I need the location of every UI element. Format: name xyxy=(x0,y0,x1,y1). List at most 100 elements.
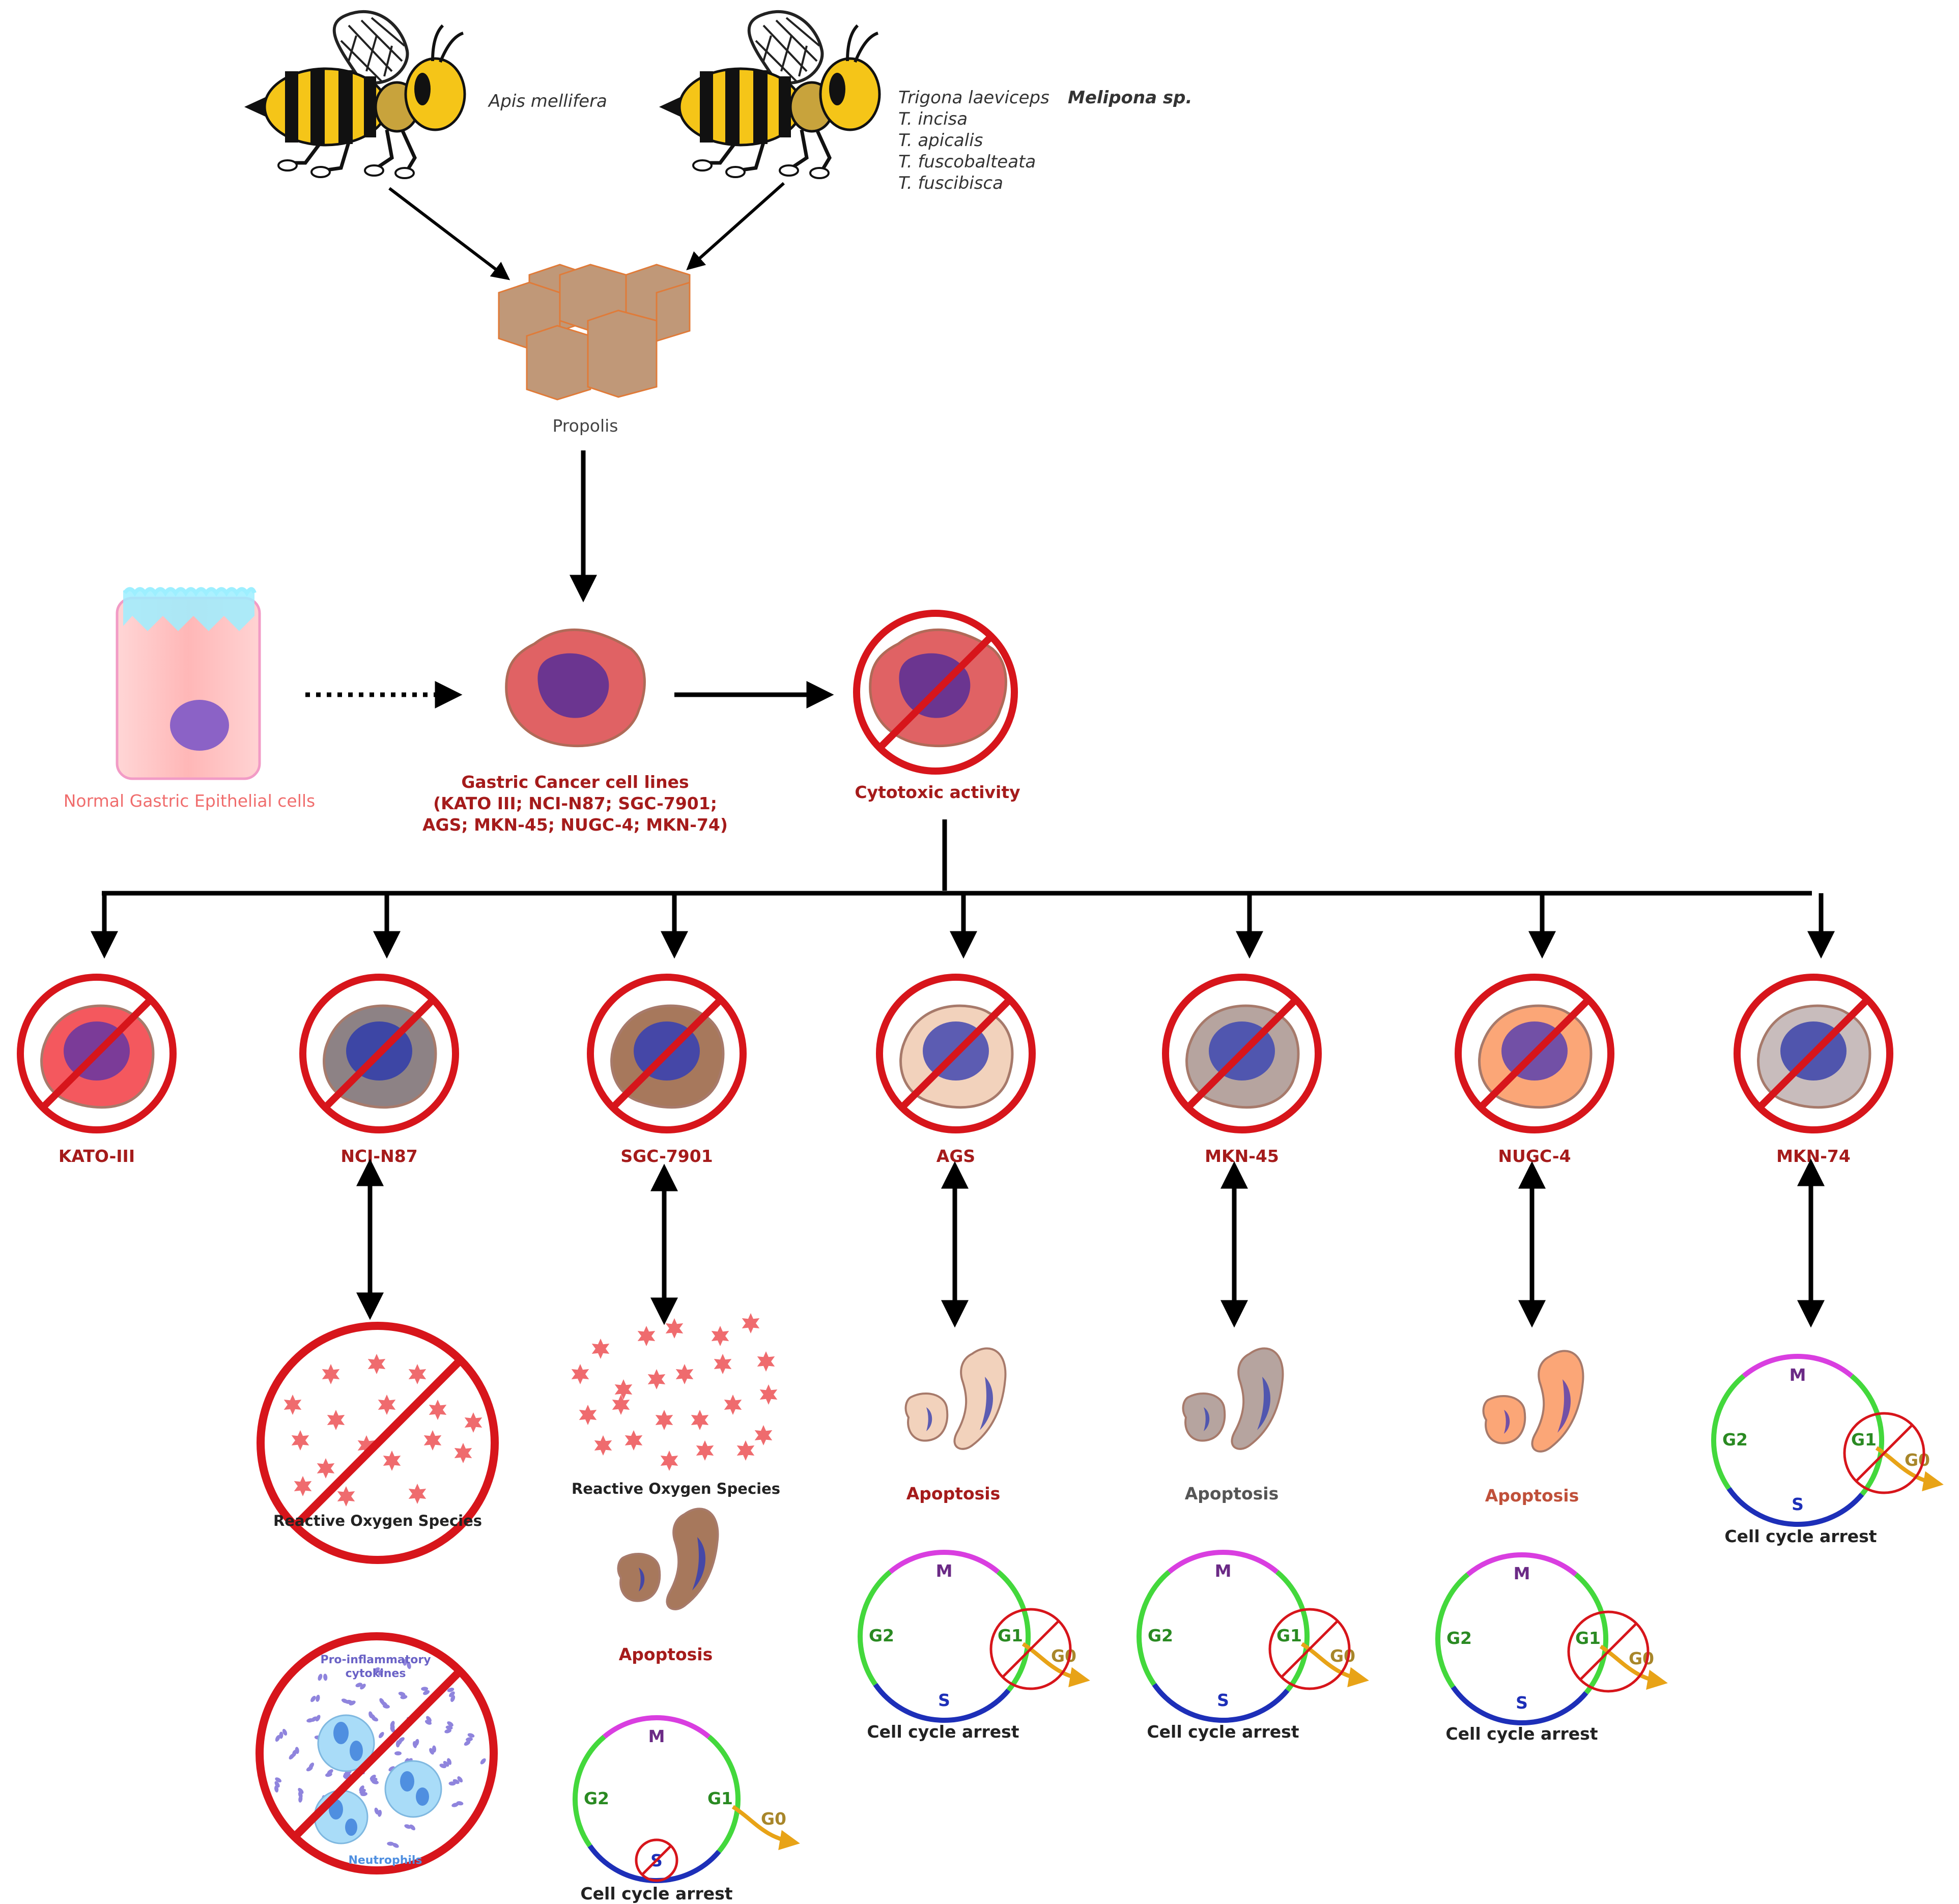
phase-label-m: M xyxy=(648,1726,665,1746)
phase-label-g2: G2 xyxy=(869,1626,894,1645)
cytokine-dot xyxy=(275,1735,280,1742)
ros-star xyxy=(429,1400,447,1420)
cell-cycle-arrest-label-nugc4: Cell cycle arrest xyxy=(1445,1724,1598,1744)
ros-star xyxy=(383,1451,401,1471)
apoptotic-nucleus xyxy=(980,1377,993,1430)
phase-g1-arc xyxy=(1275,1570,1310,1692)
cytokine-dot xyxy=(424,1720,432,1725)
g0-arrow xyxy=(731,1805,800,1851)
phase-g2-arc xyxy=(858,1570,892,1686)
phase-g2-arc xyxy=(573,1735,606,1848)
phase-s-arc xyxy=(1726,1487,1864,1527)
cytokine-dot xyxy=(457,1776,463,1783)
phase-g2-arc xyxy=(1435,1572,1470,1689)
cytokine-dot xyxy=(360,1684,366,1690)
apis-to-propolis-arrow xyxy=(388,187,510,280)
cytokine-dot xyxy=(403,1659,408,1666)
prohibit-slash xyxy=(610,997,724,1111)
double-arrows xyxy=(356,1158,1825,1328)
cell-line-label: MKN-74 xyxy=(1776,1146,1851,1166)
ros-star xyxy=(675,1364,694,1384)
cell-line-sgc-7901: SGC-7901 xyxy=(587,893,747,1166)
ros-star xyxy=(291,1430,309,1451)
normal-cells-label: Normal Gastric Epithelial cells xyxy=(64,791,316,811)
prohibit-slash xyxy=(899,997,1013,1111)
phase-label-m: M xyxy=(936,1561,953,1581)
cytotoxic-activity-label: Cytotoxic activity xyxy=(855,782,1020,802)
prohibit-circle xyxy=(587,974,747,1133)
cell-line-mkn-45: MKN-45 xyxy=(1162,893,1322,1166)
apoptosis-icon-ags xyxy=(904,1347,1007,1450)
cell-cycle-arrest-label-mkn45: Cell cycle arrest xyxy=(1147,1722,1299,1742)
phase-label-g1: G1 xyxy=(1851,1430,1877,1450)
phase-block-slash xyxy=(1579,1623,1637,1681)
ros-star xyxy=(591,1339,610,1359)
cytokine-dot xyxy=(373,1667,380,1673)
cytokine-dot xyxy=(383,1704,390,1709)
branch-connectors xyxy=(102,819,1812,896)
cytokine-dot xyxy=(378,1669,383,1676)
apoptosis-icon-sgc xyxy=(617,1508,719,1610)
phase-g2-arc xyxy=(1137,1570,1171,1686)
ros-free-icon xyxy=(571,1313,778,1471)
apoptotic-nucleus-small xyxy=(926,1407,932,1431)
cytokine-dot xyxy=(355,1683,362,1688)
cytotoxic-cell-icon xyxy=(853,610,1018,775)
cytokine-dot xyxy=(395,1740,400,1748)
propolis-label: Propolis xyxy=(552,416,618,436)
ros-star xyxy=(337,1486,355,1507)
species-t-fuscibisca: T. fuscibisca xyxy=(898,173,1003,193)
prohibit-circle xyxy=(17,974,177,1133)
ros-star xyxy=(624,1430,643,1451)
phase-label-s: S xyxy=(1217,1690,1229,1710)
phase-label-g0: G0 xyxy=(761,1809,786,1829)
ros-star xyxy=(378,1395,396,1415)
phase-g1-arc xyxy=(1574,1572,1609,1695)
phase-block-circle xyxy=(1843,1412,1925,1494)
phase-block-slash xyxy=(1855,1424,1913,1482)
cell-cycle-arrest-label-mkn74: Cell cycle arrest xyxy=(1724,1526,1877,1546)
phase-g1-arc xyxy=(996,1570,1031,1692)
cytokine-dot xyxy=(423,1690,430,1695)
ros-star xyxy=(594,1435,612,1456)
apoptotic-body-large xyxy=(666,1508,719,1610)
melipona-label: Melipona sp. xyxy=(1068,88,1192,108)
cytokine-dot xyxy=(439,1764,446,1769)
ros-star xyxy=(711,1326,729,1346)
gastric-cancer-label-group: Gastric Cancer cell lines (KATO III; NCI… xyxy=(422,772,728,835)
phase-label-g2: G2 xyxy=(584,1788,609,1808)
ros-star xyxy=(294,1476,312,1496)
apoptosis-icon-mkn45 xyxy=(1182,1347,1284,1450)
apoptotic-nucleus-small xyxy=(1204,1407,1210,1431)
cytokine-dot xyxy=(412,1741,417,1748)
cytokine-dot xyxy=(421,1687,429,1691)
cytokine-dot xyxy=(451,1803,459,1807)
cell-cycle-arrest-label-ags: Cell cycle arrest xyxy=(867,1722,1019,1742)
prohibit-slash xyxy=(1478,997,1592,1111)
phase-label-s: S xyxy=(1516,1693,1528,1713)
phase-g1-arc xyxy=(1850,1374,1885,1496)
cytokine-dot xyxy=(275,1777,282,1783)
neutrophils-inhibited-icon xyxy=(255,1632,498,1874)
apoptotic-nucleus xyxy=(692,1537,706,1590)
phase-s-arc xyxy=(1451,1685,1588,1726)
cytokine-dot xyxy=(274,1781,280,1788)
cytokine-dot xyxy=(374,1807,379,1815)
apoptotic-body-small xyxy=(1182,1392,1226,1442)
phase-label-g2: G2 xyxy=(1446,1628,1472,1648)
cell-line-label: NUGC-4 xyxy=(1498,1146,1571,1166)
prohibit-slash xyxy=(40,997,154,1111)
ros-star xyxy=(757,1351,775,1372)
ros-star xyxy=(408,1364,427,1384)
ros-star xyxy=(423,1430,442,1451)
phase-label-g0: G0 xyxy=(1051,1646,1076,1666)
cell-cycle-arrest-label-sgc: Cell cycle arrest xyxy=(580,1884,732,1903)
ros-star xyxy=(454,1443,472,1463)
phase-block-circle xyxy=(1268,1608,1351,1690)
ros-star xyxy=(317,1458,335,1479)
stingless-to-propolis-arrow xyxy=(686,182,785,270)
apoptotic-nucleus-small xyxy=(1504,1410,1510,1434)
ros-star xyxy=(408,1484,427,1504)
